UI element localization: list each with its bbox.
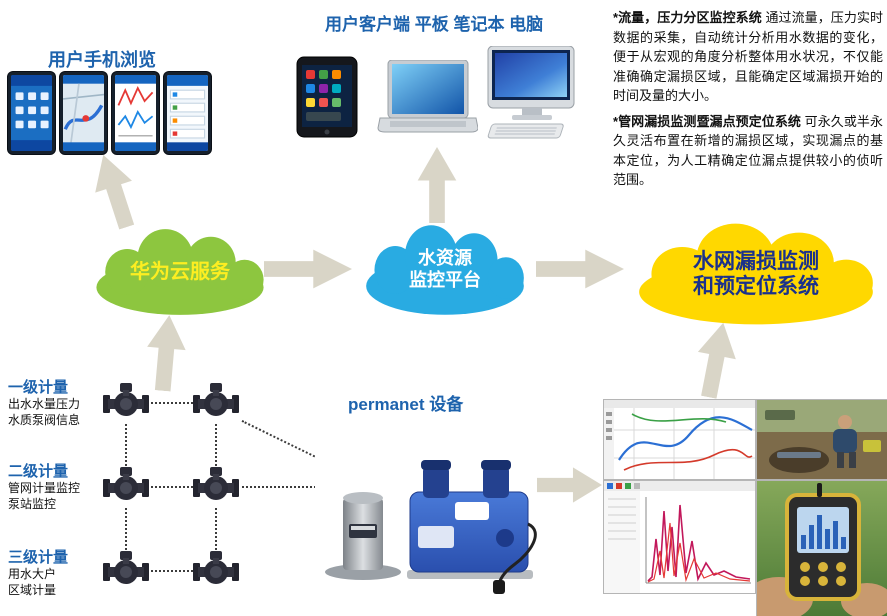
arrow-cloud-to-phones (81, 148, 148, 234)
pump-icon (103, 467, 149, 507)
dotted-link (242, 486, 316, 488)
client-devices-title: 用户客户端 平板 笔记本 电脑 (325, 15, 544, 34)
level2-desc: 管网计量监控 泵站监控 (8, 481, 80, 512)
level3-title: 三级计量 (8, 549, 69, 566)
level3-desc: 用水大户 区域计量 (8, 567, 56, 598)
annotation-paragraph-1: *流量，压力分区监控系统 通过流量，压力实时数据的采集，自动统计分析用水数据的变… (613, 8, 883, 106)
arrow-screens-to-leak (686, 318, 746, 401)
leak-cloud-line2: 和预定位系统 (693, 275, 819, 298)
arrow-meters-to-huawei (140, 313, 192, 393)
level2-desc-line2: 泵站监控 (8, 496, 57, 511)
level1-desc: 出水水量压力 水质泵阀信息 (8, 397, 80, 428)
desktop-computer-icon (478, 46, 582, 142)
annotation-2-lead: *管网漏损监测暨漏点预定位系统 (613, 113, 801, 129)
level1-desc-line2: 水质泵阀信息 (8, 412, 81, 427)
leak-cloud-label: 水网漏损监测 和预定位系统 (633, 220, 879, 328)
annotation-paragraph-2: *管网漏损监测暨漏点预定位系统 可永久或半永久灵活布置在新增的漏损区域，实现漏点… (613, 112, 883, 190)
dotted-link (215, 508, 217, 550)
platform-cloud-line1: 水资源 (418, 248, 472, 269)
pump-icon (193, 383, 239, 423)
level3-desc-line1: 用水大户 (8, 567, 57, 581)
arrow-platform-to-devices (414, 147, 460, 223)
huawei-cloud: 华为云服务 (92, 226, 268, 318)
huawei-cloud-label: 华为云服务 (130, 261, 230, 283)
arrow-platform-to-leak (536, 249, 624, 289)
dotted-link (151, 402, 193, 404)
handheld-correlator-photo (756, 480, 887, 616)
platform-cloud: 水资源 监控平台 (362, 222, 528, 318)
platform-cloud-label: 水资源 监控平台 (362, 222, 528, 318)
permanet-device-photo (315, 414, 537, 596)
arrow-device-to-screens (536, 467, 602, 503)
cloud-shape (639, 223, 873, 325)
leak-system-cloud: 水网漏损监测 和预定位系统 (633, 220, 879, 328)
dotted-link (215, 424, 217, 466)
dotted-link (125, 424, 127, 466)
cloud-shape (366, 225, 524, 315)
annotation-1-lead: *流量，压力分区监控系统 (613, 10, 762, 25)
gis-map-screenshot (603, 399, 756, 480)
annotation-1-body: 通过流量，压力实时数据的采集，自动统计分析用水数据的变化，便于从宏观的角度分析整… (613, 10, 883, 103)
pump-icon (103, 383, 149, 423)
field-repair-photo (756, 399, 887, 480)
leak-analysis-chart-screenshot (603, 480, 756, 594)
level2-title: 二级计量 (8, 463, 69, 480)
platform-cloud-line2: 监控平台 (409, 270, 481, 290)
dotted-link (125, 508, 127, 550)
level1-title: 一级计量 (8, 379, 69, 396)
dotted-link (151, 486, 193, 488)
dotted-link (151, 570, 193, 572)
annotation-2-body: 可永久或半永久灵活布置在新增的漏损区域，实现漏点的基本定位，为人工精确定位漏点提… (613, 113, 883, 188)
phone-screenshot-4 (164, 72, 211, 154)
phone-screenshot-3 (112, 72, 159, 154)
phone-screenshots (8, 72, 211, 154)
level1-desc-line1: 出水水量压力 (8, 397, 81, 411)
leak-cloud-line1: 水网漏损监测 (693, 249, 819, 273)
phone-screenshot-2 (60, 72, 107, 154)
tablet-icon (296, 56, 358, 138)
phone-screenshot-1 (8, 72, 55, 154)
annotation-text: *流量，压力分区监控系统 通过流量，压力实时数据的采集，自动统计分析用水数据的变… (613, 8, 883, 196)
pump-icon (193, 551, 239, 591)
pump-icon (193, 467, 239, 507)
permanet-title: permanet 设备 (348, 395, 464, 414)
laptop-icon (376, 60, 478, 136)
mobile-browse-title: 用户手机浏览 (48, 50, 156, 70)
cloud-shape (96, 229, 264, 315)
arrow-huawei-to-platform (264, 249, 352, 289)
dotted-link (241, 420, 318, 459)
pump-icon (103, 551, 149, 591)
level2-desc-line1: 管网计量监控 (8, 481, 81, 495)
level3-desc-line2: 区域计量 (8, 582, 57, 597)
